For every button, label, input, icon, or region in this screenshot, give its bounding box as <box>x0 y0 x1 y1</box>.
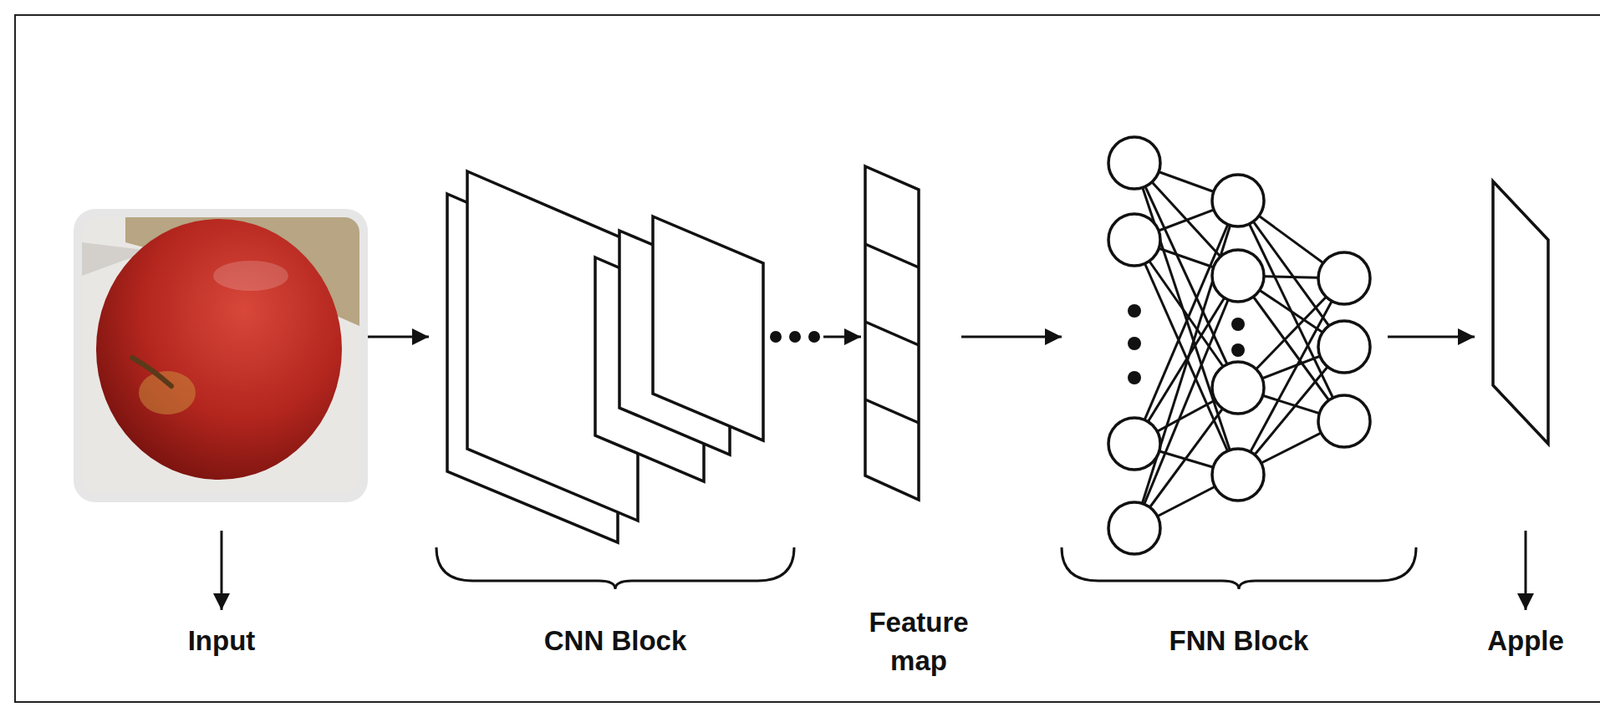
dot <box>1231 317 1245 332</box>
fnn-ellipsis <box>1127 304 1245 385</box>
neuron <box>1212 448 1264 501</box>
dot <box>789 331 801 343</box>
stage-label: CNN Block <box>498 624 733 658</box>
stage-box: Input <box>73 166 368 685</box>
stage-label: Input <box>121 624 322 658</box>
neuron <box>1212 174 1264 227</box>
neuron <box>1108 417 1161 470</box>
label-arrow <box>220 530 224 611</box>
apple-highlight <box>213 260 289 291</box>
stage-box: CNN Block <box>428 166 824 685</box>
apple-photo <box>81 217 360 495</box>
output-layer <box>1492 181 1549 444</box>
dot <box>1127 371 1142 385</box>
stage-label: FNN Block <box>1121 624 1356 658</box>
photo-paper <box>81 217 360 495</box>
neuron <box>1212 249 1264 302</box>
conv-plane <box>652 216 764 441</box>
cnn-layers <box>447 171 764 543</box>
apple-stem <box>132 357 172 387</box>
neuron <box>1318 252 1371 305</box>
flow-arrow <box>1387 336 1475 339</box>
fnn-connections <box>1134 163 1345 529</box>
cell-divider <box>865 244 919 268</box>
neuron <box>1108 502 1161 555</box>
dot <box>1127 304 1142 318</box>
apple-cavity <box>138 371 196 415</box>
neuron <box>1108 137 1161 189</box>
neuron <box>1108 214 1161 266</box>
fnn-neurons <box>1108 137 1371 555</box>
group-brace <box>1061 547 1417 590</box>
stage-box: Feature map <box>861 166 962 685</box>
cell-divider <box>865 321 919 346</box>
flow-arrow <box>367 336 429 339</box>
feature-outline <box>865 166 919 500</box>
dot <box>769 331 782 343</box>
flow-arrow <box>961 336 1062 339</box>
neuron <box>1212 361 1264 414</box>
neuron <box>1318 395 1371 448</box>
feature-vector <box>865 166 919 500</box>
neuron <box>1318 321 1371 373</box>
dot <box>808 331 821 343</box>
weight-line <box>1134 275 1239 444</box>
frame-border <box>15 15 1600 703</box>
ellipsis-dots <box>769 331 821 343</box>
dot <box>1231 343 1245 357</box>
dot <box>1127 336 1142 351</box>
cell-divider <box>865 399 919 423</box>
photo-frame <box>73 208 368 503</box>
stage-box: Apple <box>1474 166 1584 685</box>
flow-arrow <box>823 336 862 339</box>
stage-label: Apple <box>1475 624 1576 658</box>
group-brace <box>436 547 795 590</box>
stage-label: Feature map <box>847 603 990 681</box>
label-arrow <box>1524 530 1528 611</box>
stage-box: FNN Block <box>1061 166 1388 685</box>
apple-body <box>96 219 342 480</box>
